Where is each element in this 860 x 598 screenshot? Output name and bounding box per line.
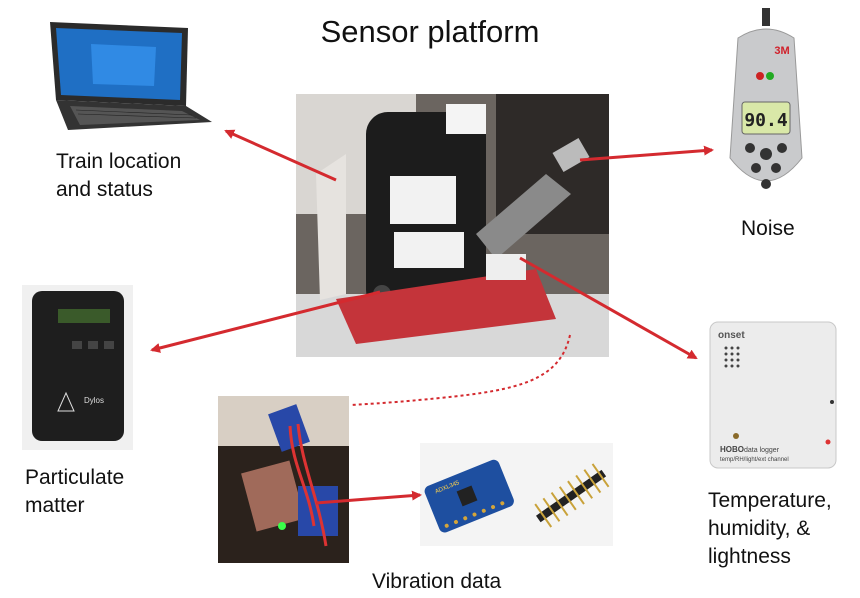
noise-meter-image: 90.4 3M <box>716 8 816 206</box>
temperature-label-line-3: lightness <box>708 545 791 568</box>
temperature-label: Temperature, humidity, & lightness <box>708 487 832 571</box>
particulate-label-line-2: matter <box>25 494 85 517</box>
particulate-label: Particulate matter <box>25 464 124 520</box>
train-label-line-2: and status <box>56 178 153 201</box>
meter-reading: 90.4 <box>744 110 788 131</box>
particle-counter-image: Dylos <box>22 285 133 450</box>
vibration-setup-photo <box>218 396 349 563</box>
diagram-title: Sensor platform <box>320 14 540 49</box>
meter-brand: 3M <box>774 45 789 57</box>
logger-brand: onset <box>718 330 745 341</box>
temperature-label-line-1: Temperature, <box>708 489 832 512</box>
noise-label: Noise <box>741 217 795 240</box>
sensor-platform-photo <box>296 94 609 357</box>
accelerometer-image: ADXL345 <box>420 443 613 546</box>
train-label: Train location and status <box>56 148 181 204</box>
logger-desc-2: temp/RH/light/ext channel <box>720 457 789 463</box>
laptop-image <box>36 14 216 142</box>
temperature-label-line-2: humidity, & <box>708 517 811 540</box>
vibration-label: Vibration data <box>372 570 502 593</box>
data-logger-image: onset HOBO data logger temp/RH/light/ext… <box>706 318 840 472</box>
train-label-line-1: Train location <box>56 150 182 173</box>
logger-model: HOBO <box>720 445 744 454</box>
logger-desc-1: data logger <box>744 447 780 454</box>
dylos-text: Dylos <box>84 396 104 405</box>
particulate-label-line-1: Particulate <box>25 466 125 489</box>
